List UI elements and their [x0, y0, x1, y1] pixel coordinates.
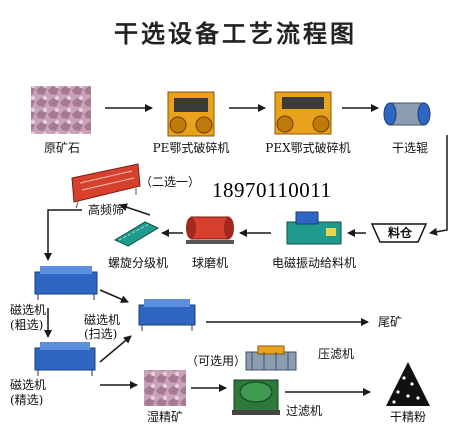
label-vac-filter: 过滤机 [286, 404, 323, 418]
label-ore: 原矿石 [43, 141, 80, 155]
label-mag-rough-1: 磁选机 [10, 303, 47, 317]
mag-rough-icon [34, 266, 98, 300]
label-tailings: 尾矿 [378, 315, 403, 329]
label-screen-note: （二选一） [140, 175, 201, 189]
label-pex-crusher: PEX鄂式破碎机 [265, 141, 351, 155]
label-mag-scav-2: (扫选) [84, 327, 118, 341]
label-mag-scav-1: 磁选机 [84, 313, 121, 327]
arrow-fine-to-scav [99, 335, 132, 363]
label-pe-crusher: PE鄂式破碎机 [152, 141, 230, 155]
mag-scav-icon [138, 299, 196, 331]
pe-crusher-icon [167, 91, 215, 137]
arrow-rough-to-scav [99, 289, 129, 303]
dry-separator-icon [383, 102, 431, 126]
arrow-screen-to-rough [44, 209, 82, 261]
label-classifier: 螺旋分级机 [107, 256, 168, 270]
label-mag-fine-2: (精选) [10, 393, 44, 407]
label-bin: 料仓 [387, 226, 412, 240]
label-dry-separator: 干选辊 [391, 141, 428, 155]
label-mag-rough-2: (粗选) [10, 318, 44, 332]
mag-fine-icon [34, 342, 96, 376]
label-feeder: 电磁振动给料机 [271, 256, 356, 270]
arrow-classifier-to-screen [119, 203, 151, 216]
page-title: 干选设备工艺流程图 [114, 20, 357, 48]
dry-powder-icon [386, 362, 430, 406]
label-screen: 高频筛 [87, 203, 124, 217]
label-dry-powder: 干精粉 [389, 410, 426, 424]
label-optional: （可选用） [186, 354, 247, 368]
pex-crusher-icon [274, 91, 332, 135]
filter-press-icon [245, 345, 297, 371]
contact-phone: 18970110011 [212, 178, 332, 202]
wet-conc-image [144, 370, 186, 406]
label-ball-mill: 球磨机 [191, 256, 228, 270]
ore-image [31, 86, 91, 134]
bin-icon [370, 223, 428, 243]
arrow-separator-to-bin [429, 135, 448, 236]
classifier-icon [113, 221, 160, 247]
ball-mill-icon [186, 216, 234, 244]
label-mag-fine-1: 磁选机 [10, 378, 47, 392]
feeder-icon [286, 211, 342, 245]
label-filter-press: 压滤机 [318, 347, 355, 361]
label-wet-conc: 湿精矿 [146, 410, 183, 424]
vac-filter-icon [232, 379, 280, 415]
screen-icon [71, 163, 141, 209]
